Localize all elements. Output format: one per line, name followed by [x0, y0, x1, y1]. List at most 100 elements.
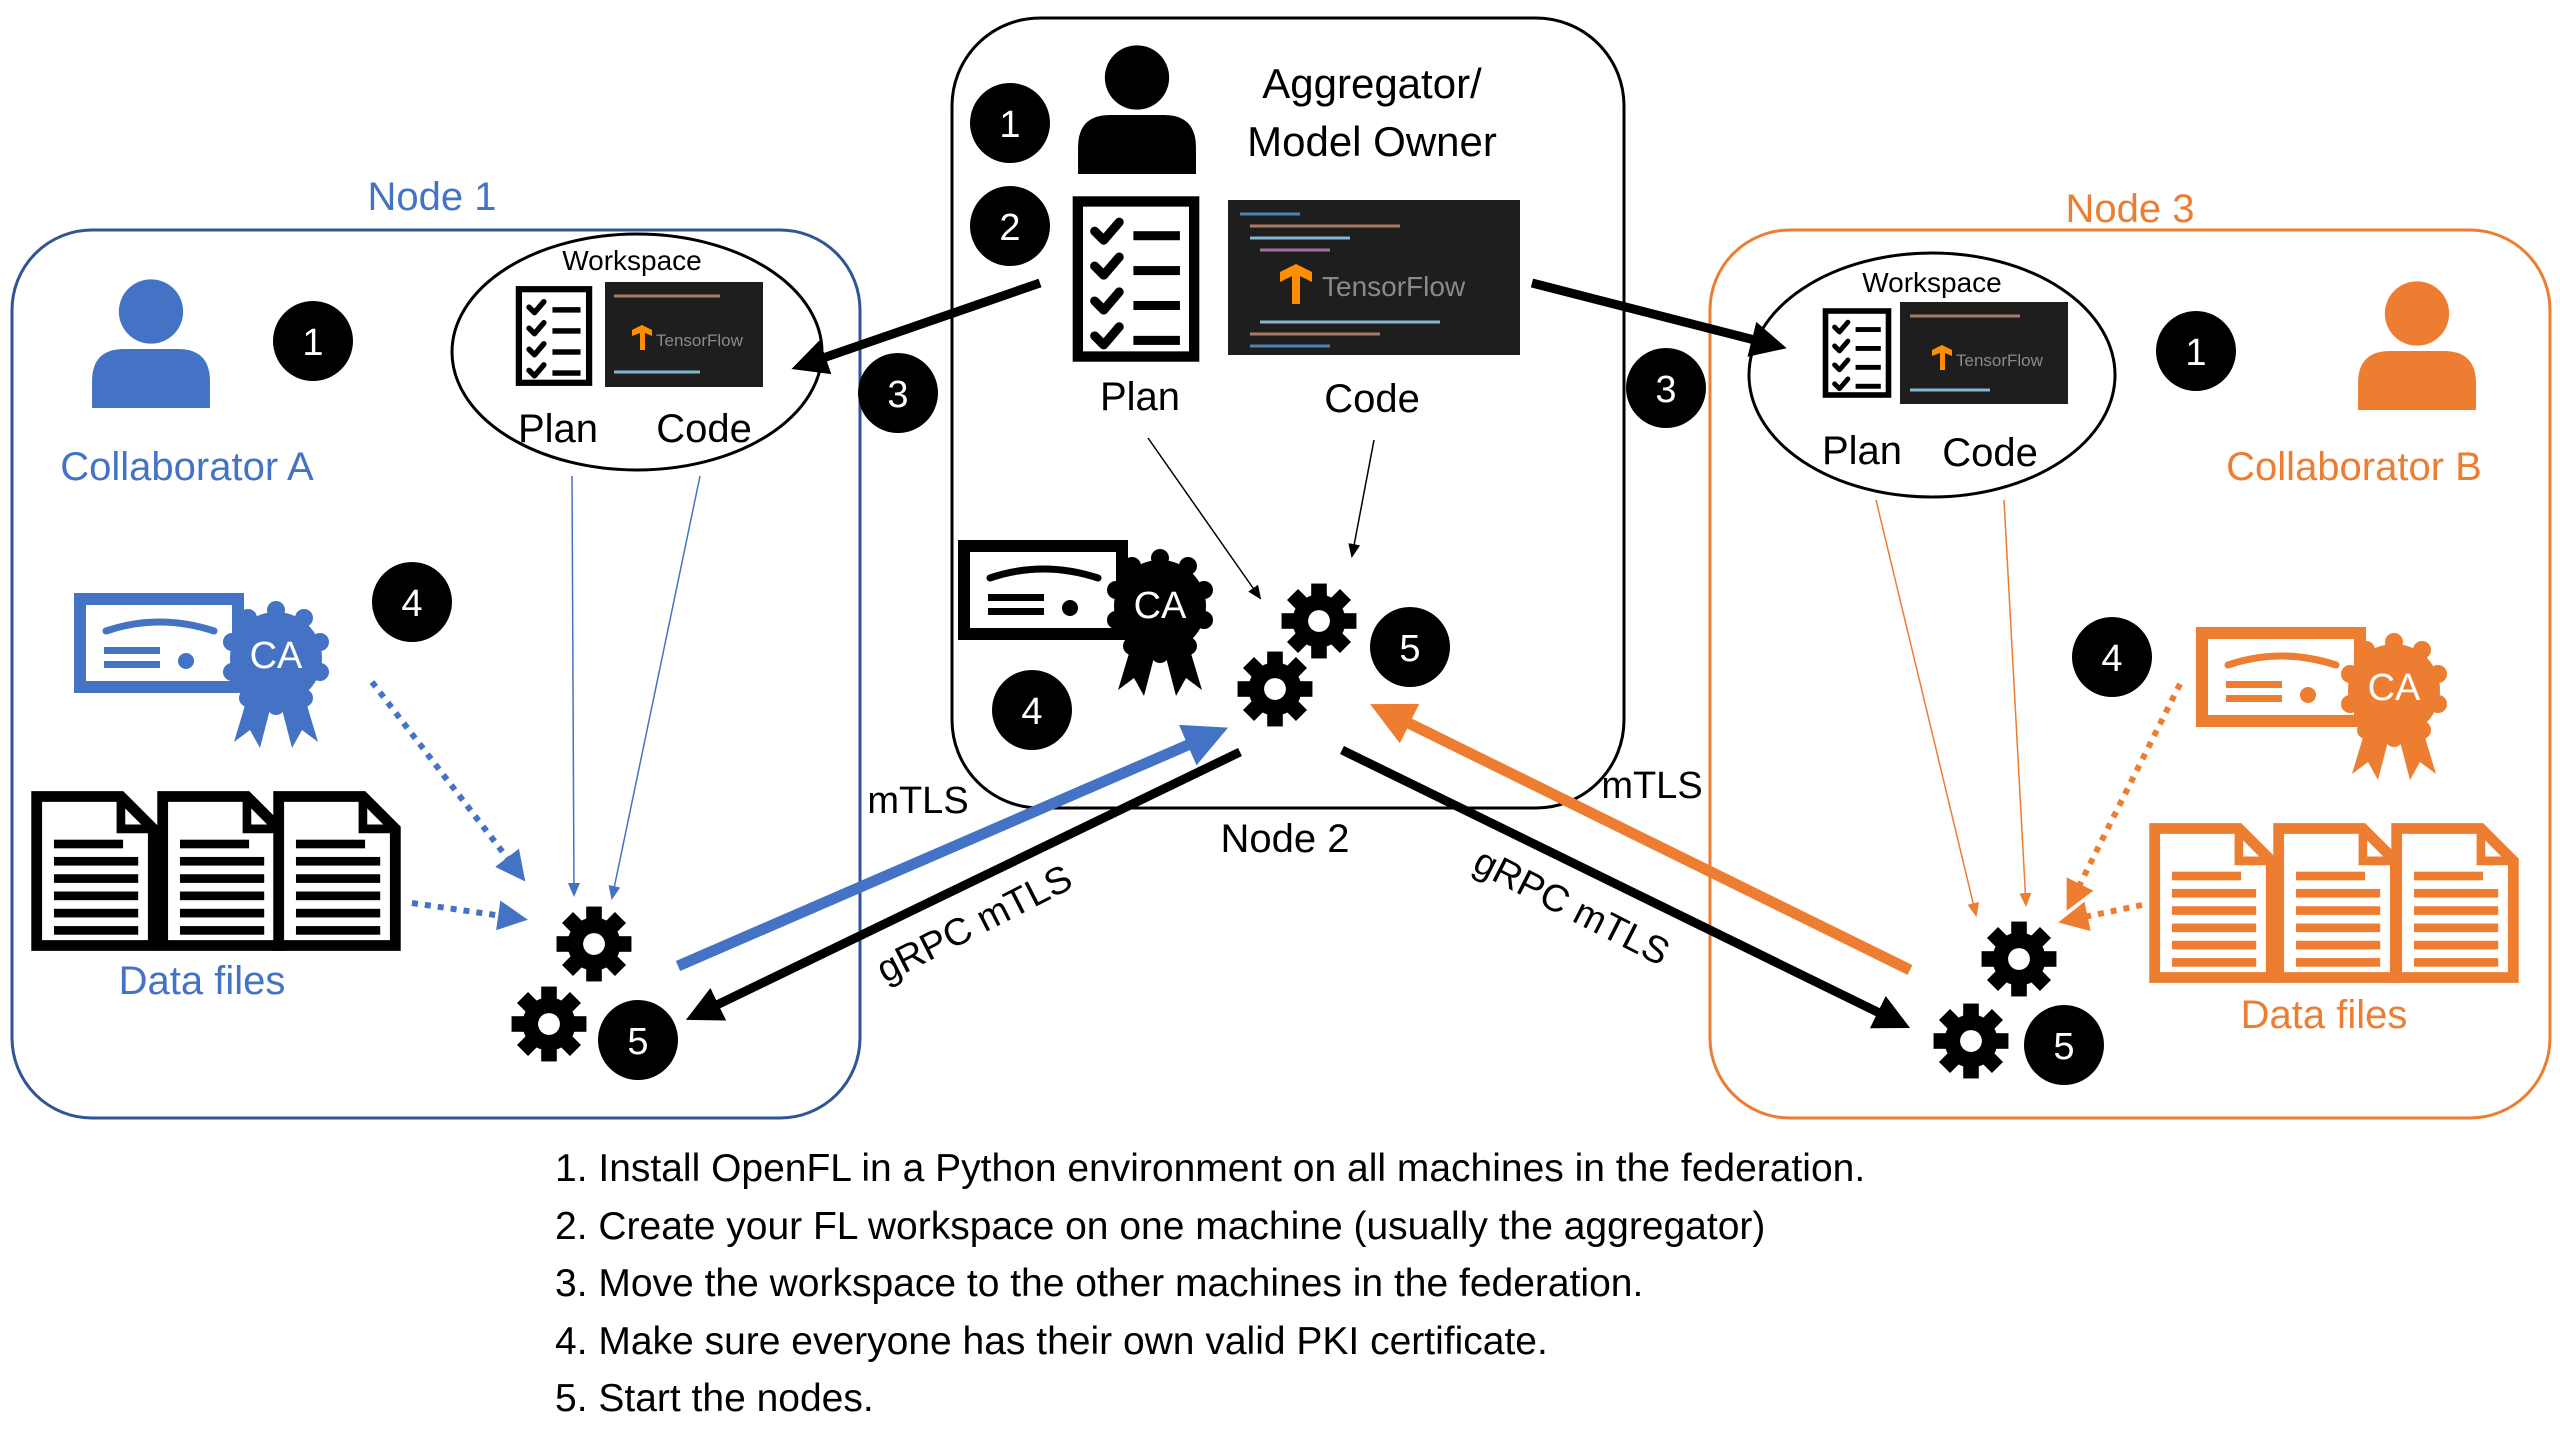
node3-step4-badge: 4 [2072, 617, 2152, 697]
svg-text:4: 4 [2101, 638, 2122, 680]
node1-tensorflow-logo-text: TensorFlow [656, 331, 744, 350]
svg-text:3: 3 [887, 374, 908, 416]
node1-step4-badge: 4 [372, 562, 452, 642]
node3-plan-checklist-icon [1826, 311, 1889, 395]
aggregator-role-line1: Aggregator/ [1262, 60, 1482, 107]
code-screenshot-icon: TensorFlow [1228, 200, 1520, 355]
node1-title: Node 1 [368, 175, 497, 219]
collaborator-a-person-icon [92, 279, 210, 408]
svg-text:1: 1 [999, 104, 1020, 146]
distribute-workspace-to-node1-arrow [791, 278, 1042, 375]
node3-mtls-label: mTLS [1601, 765, 1702, 807]
node1-to-aggregator-mtls-arrow [675, 724, 1229, 972]
step-1: 1. Install OpenFL in a Python environmen… [555, 1147, 1866, 1190]
step-3: 3. Move the workspace to the other machi… [555, 1262, 1644, 1305]
node2-plan-label: Plan [1100, 375, 1180, 419]
node2-gear-icon-bottom [1237, 651, 1313, 727]
node3-plan-to-gears-line [1875, 499, 1980, 917]
node1-step5-badge: 5 [598, 1000, 678, 1080]
node2-plan-to-gears-line [1147, 437, 1262, 600]
node2-step5-badge: 5 [1370, 607, 1450, 687]
node2-certificate-icon [964, 546, 1122, 634]
node3-document-icon-3 [2397, 828, 2514, 977]
node3-code-screenshot-icon: TensorFlow [1900, 302, 2068, 404]
distribute-workspace-to-node3-arrow [1530, 278, 1787, 357]
aggregator-person-icon [1078, 45, 1196, 174]
node2-ca-ribbon-icon: CA [1107, 549, 1213, 696]
svg-text:4: 4 [401, 583, 422, 625]
collaborator-a-label: Collaborator A [60, 445, 314, 489]
node1-certificate-icon [80, 599, 238, 687]
node3-step3-badge: 3 [1626, 348, 1706, 428]
node3-step1-badge: 1 [2156, 311, 2236, 391]
node3-ca-label: CA [2368, 667, 2421, 709]
node3-plan-label: Plan [1822, 429, 1902, 473]
steps-list: 1. Install OpenFL in a Python environmen… [555, 1140, 1865, 1428]
node1-data-to-gears-arrow [411, 900, 528, 931]
svg-text:1: 1 [302, 322, 323, 364]
node1-document-icon-1 [37, 796, 154, 945]
node3-data-files-label: Data files [2241, 993, 2408, 1037]
svg-text:2: 2 [999, 207, 1020, 249]
node2-gear-icon-top [1281, 583, 1357, 659]
node2-ca-label: CA [1134, 585, 1187, 627]
aggregator-role-line2: Model Owner [1247, 118, 1497, 165]
node3-cert-to-gears-arrow [2066, 682, 2183, 911]
node1-step1-badge: 1 [273, 301, 353, 381]
node1-gear-icon-bottom [511, 986, 587, 1062]
node1-plan-label: Plan [518, 407, 598, 451]
node3-ca-ribbon-icon: CA [2341, 633, 2447, 780]
svg-text:5: 5 [2053, 1026, 2074, 1068]
node2-step1-badge: 1 [970, 83, 1050, 163]
svg-text:4: 4 [1021, 691, 1042, 733]
node3-code-label: Code [1942, 431, 2038, 475]
collaborator-b-label: Collaborator B [2226, 445, 2482, 489]
node1-code-label: Code [656, 407, 752, 451]
node1-workspace-title: Workspace [562, 245, 702, 276]
node3-certificate-icon [2202, 633, 2360, 721]
node1-data-files-label: Data files [119, 959, 286, 1003]
node3-to-aggregator-mtls-arrow [1370, 703, 1913, 975]
node1-step3-badge: 3 [858, 353, 938, 433]
tensorflow-logo-text: TensorFlow [1322, 271, 1466, 302]
node3-box [1708, 228, 2552, 1120]
node2-title: Node 2 [1221, 817, 1350, 861]
node3-tensorflow-logo-text: TensorFlow [1956, 351, 2044, 370]
node3-gear-icon-bottom [1933, 1003, 2009, 1079]
collaborator-b-person-icon [2358, 281, 2476, 410]
node1-cert-to-gears-arrow [369, 680, 526, 882]
node2-code-label: Code [1324, 377, 1420, 421]
svg-text:3: 3 [1655, 369, 1676, 411]
step-4: 4. Make sure everyone has their own vali… [555, 1319, 1548, 1363]
node1-plan-checklist-icon [519, 289, 589, 383]
svg-text:5: 5 [1399, 628, 1420, 670]
node3-document-icon-2 [2279, 828, 2396, 977]
svg-text:5: 5 [627, 1021, 648, 1063]
node2-step4-badge: 4 [992, 670, 1072, 750]
node1-gear-icon-top [556, 906, 632, 982]
node3-gear-icon-top [1981, 921, 2057, 997]
step-2: 2. Create your FL workspace on one machi… [555, 1204, 1766, 1248]
node3-title: Node 3 [2066, 187, 2195, 231]
step-5: 5. Start the nodes. [555, 1377, 874, 1420]
node1-code-screenshot-icon: TensorFlow [605, 282, 763, 387]
node1-ca-ribbon-icon: CA [223, 601, 329, 748]
plan-checklist-icon [1078, 201, 1194, 356]
node1-plan-to-gears-line [567, 475, 580, 897]
node3-code-to-gears-line [2003, 499, 2032, 907]
aggregator-to-node3-grpc-arrow [1340, 745, 1911, 1029]
node3-document-icon-1 [2155, 828, 2272, 977]
node2-box [950, 16, 1626, 810]
node2-step2-badge: 2 [970, 186, 1050, 266]
node1-document-icon-2 [163, 796, 280, 945]
node3-step5-badge: 5 [2024, 1005, 2104, 1085]
aggregator-to-node1-grpc-arrow [685, 747, 1242, 1021]
svg-text:1: 1 [2185, 332, 2206, 374]
node2-code-to-gears-line [1348, 439, 1375, 558]
node1-ca-label: CA [250, 635, 303, 677]
node1-box [10, 228, 862, 1120]
node1-code-to-gears-line [608, 475, 701, 900]
node1-mtls-label: mTLS [867, 780, 968, 822]
node3-workspace-title: Workspace [1862, 267, 2002, 298]
